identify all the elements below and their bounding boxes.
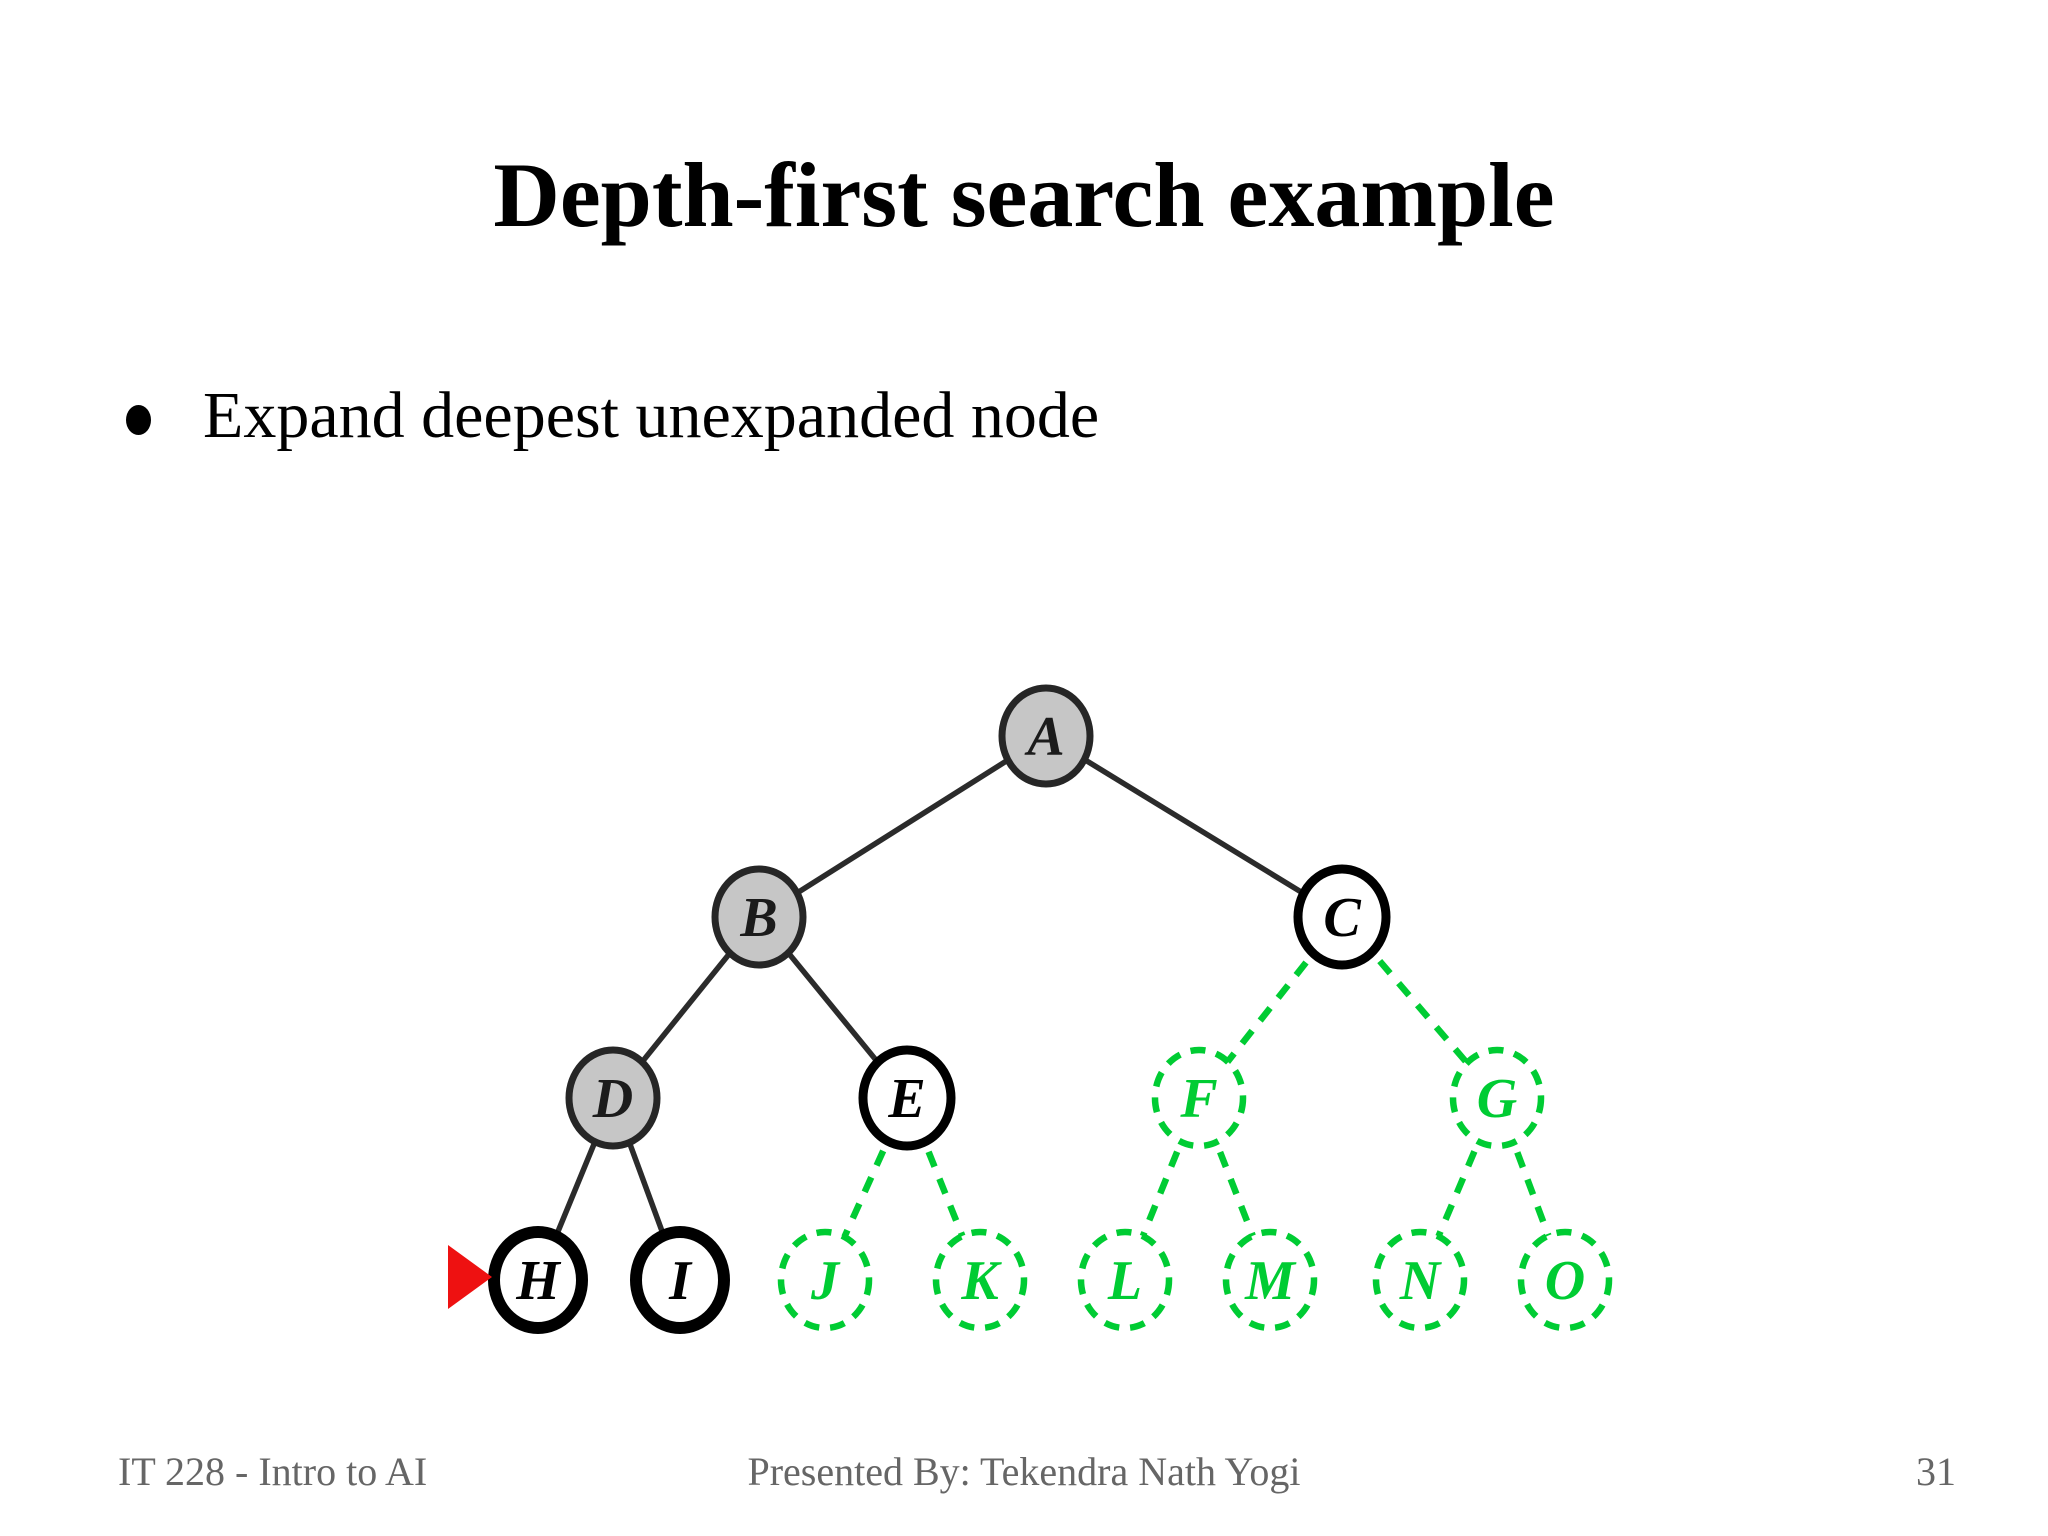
tree-node-circle-M	[1222, 1228, 1318, 1332]
tree-node-label-B: B	[739, 887, 777, 949]
tree-node-circle-L	[1077, 1228, 1173, 1332]
tree-node-label-C: C	[1323, 887, 1361, 949]
tree-node-label-F: F	[1179, 1068, 1217, 1130]
tree-node-circle-D	[565, 1046, 661, 1150]
tree-node-circle-O	[1517, 1228, 1613, 1332]
tree-node-K: K	[932, 1228, 1028, 1332]
tree-node-circle-J	[777, 1228, 873, 1332]
tree-node-label-M: M	[1244, 1250, 1297, 1312]
tree-node-L: L	[1077, 1228, 1173, 1332]
tree-node-label-O: O	[1545, 1250, 1585, 1312]
tree-node-B: B	[711, 865, 807, 969]
tree-node-circle-G	[1449, 1046, 1545, 1150]
current-node-pointer	[448, 1245, 492, 1309]
tree-node-circle-H	[488, 1226, 588, 1334]
tree-node-label-N: N	[1399, 1250, 1443, 1312]
bullet-item: Expand deepest unexpanded node	[126, 378, 1099, 454]
tree-node-N: N	[1372, 1228, 1468, 1332]
footer-presenter-label: Presented By: Tekendra Nath Yogi	[747, 1449, 1301, 1494]
tree-node-circle-A	[998, 684, 1094, 788]
tree-edge-A-B	[757, 733, 1048, 920]
tree-node-O: O	[1517, 1228, 1613, 1332]
slide-title: Depth-first search example	[493, 144, 1555, 246]
tree-node-D: D	[565, 1046, 661, 1150]
tree-node-M: M	[1222, 1228, 1318, 1332]
footer-course-label: IT 228 - Intro to AI	[118, 1449, 428, 1494]
tree-node-label-E: E	[887, 1068, 925, 1130]
tree-node-circle-F	[1151, 1046, 1247, 1150]
tree-node-H: H	[488, 1226, 588, 1334]
tree-node-C: C	[1293, 864, 1391, 970]
tree-node-E: E	[858, 1045, 956, 1151]
tree-node-circle-K	[932, 1228, 1028, 1332]
tree-node-label-G: G	[1477, 1068, 1517, 1130]
tree-node-J: J	[777, 1228, 873, 1332]
tree-node-label-A: A	[1024, 706, 1064, 768]
tree-edge-A-C	[1044, 733, 1344, 920]
tree-node-label-H: H	[515, 1250, 561, 1312]
footer-page-number: 31	[1916, 1449, 1956, 1494]
tree-node-circle-N	[1372, 1228, 1468, 1332]
tree-node-circle-C	[1293, 864, 1391, 970]
tree-node-circle-B	[711, 865, 807, 969]
tree-node-G: G	[1449, 1046, 1545, 1150]
bullet-marker	[126, 405, 151, 435]
tree-node-F: F	[1151, 1046, 1247, 1150]
tree-node-circle-I	[630, 1226, 730, 1334]
tree-node-label-I: I	[668, 1250, 693, 1312]
bullet-text: Expand deepest unexpanded node	[203, 379, 1100, 452]
tree-node-label-L: L	[1107, 1250, 1142, 1312]
tree-node-circle-E	[858, 1045, 956, 1151]
tree-node-label-K: K	[960, 1250, 1002, 1312]
tree-node-label-J: J	[810, 1250, 841, 1312]
tree-node-A: A	[998, 684, 1094, 788]
tree-node-label-D: D	[592, 1068, 633, 1130]
tree-node-I: I	[630, 1226, 730, 1334]
